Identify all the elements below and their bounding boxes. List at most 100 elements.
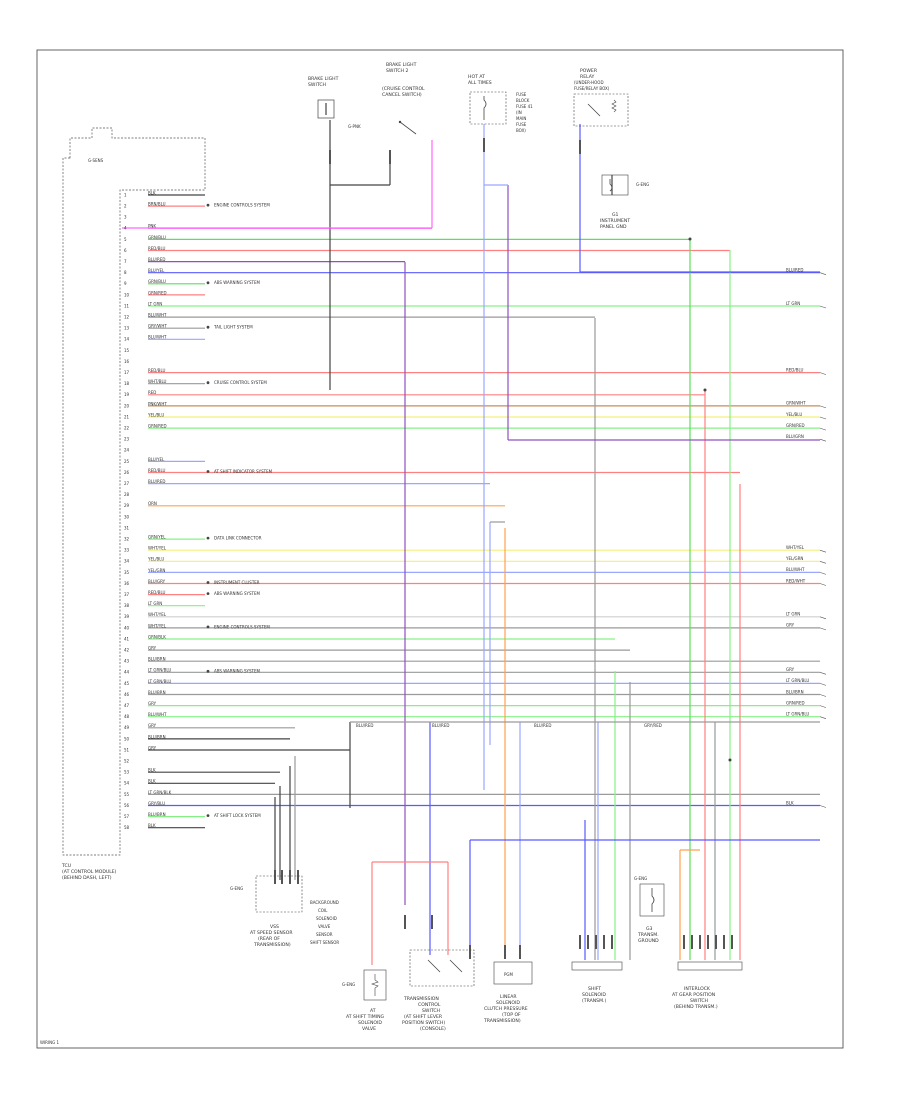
- tcs-contact-2: [449, 959, 463, 973]
- terminal-tick: [819, 672, 827, 675]
- pin-system-note: CRUISE CONTROL SYSTEM: [214, 380, 267, 385]
- right-wire-label: GRN/RED: [786, 423, 805, 428]
- right-wire-label: LT GRN: [786, 301, 800, 306]
- pin-wire-label: RED/BLU: [148, 468, 166, 473]
- pin-number: 22: [124, 426, 130, 431]
- pin-number: 25: [124, 459, 130, 464]
- hot-desc-4: (IN: [516, 110, 522, 115]
- pin-number: 11: [124, 303, 130, 308]
- pin-system-note: ABS WARNING SYSTEM: [214, 280, 261, 285]
- pin-number: 50: [124, 736, 130, 741]
- pin-number: 55: [124, 792, 130, 797]
- diagram-frame: [36, 49, 844, 1049]
- linear-solenoid: PGM LINEAR SOLENOID CLUTCH PRESSURE (TOP…: [483, 961, 533, 1024]
- splice-dot: [206, 669, 210, 673]
- connector-pin: [707, 935, 709, 949]
- pin-number: 26: [124, 470, 130, 475]
- brake-light-2-contact: [399, 121, 417, 135]
- connector-pin: [723, 935, 725, 949]
- hot-desc-6: FUSE: [516, 122, 527, 127]
- pin-wire-label: LT GRN/BLK: [148, 790, 172, 795]
- mid-label-4: GRY/RED: [644, 723, 662, 728]
- pin-wire-label: BLU/YEL: [148, 457, 165, 462]
- wire-layer: [122, 120, 820, 965]
- connector-pin: [611, 935, 613, 949]
- speed-sensor-desc-6: SHIFT SENSOR: [310, 940, 339, 945]
- right-wire-label: LT GRN/BLU: [786, 712, 809, 717]
- connector-pin: [691, 935, 693, 949]
- brake-light-switch-2: BRAKE LIGHT SWITCH 2 (CRUISE CONTROL CAN…: [382, 62, 425, 135]
- pin-number: 21: [124, 414, 130, 419]
- splice-dot: [206, 325, 210, 329]
- pin-number: 54: [124, 781, 130, 786]
- hot-desc-1: FUSE: [516, 92, 527, 97]
- terminal-tick: [819, 616, 827, 620]
- pin-number: 36: [124, 581, 130, 586]
- shift-solenoid-box: [571, 961, 623, 971]
- splice-dot: [688, 237, 692, 241]
- pin-number: 37: [124, 592, 130, 597]
- pin-wire-label: GRN/RED: [148, 290, 167, 295]
- power-relay-sub-2: FUSE/RELAY BOX): [574, 86, 610, 91]
- pin-row: 15: [124, 348, 130, 353]
- tcu-module: G-SENS TCU (AT CONTROL MODULE) (BEHIND D…: [61, 127, 206, 881]
- pin-number: 47: [124, 703, 130, 708]
- linear-solenoid-title-1: LINEAR: [500, 994, 517, 1000]
- splice-dot: [206, 281, 210, 285]
- brake-light-2-pivot: [398, 120, 402, 124]
- pin-wire-label: BRN/BLU: [148, 202, 166, 207]
- linear-solenoid-title-4: (TOP OF: [502, 1012, 521, 1018]
- trans-ground-box: [639, 883, 665, 917]
- splice-dot: [206, 203, 210, 207]
- pin-wire-label: GRY/WHT: [148, 324, 167, 329]
- pin-wire-label: BLU/RED: [148, 257, 165, 262]
- terminal-tick: [819, 305, 827, 309]
- pin-number: 16: [124, 359, 130, 364]
- pin-number: 45: [124, 681, 130, 686]
- pin-wire-label: PNK: [148, 224, 156, 229]
- pin-wire-label: BLK: [148, 768, 156, 773]
- splice-dot: [206, 625, 210, 629]
- pin-number: 57: [124, 814, 130, 819]
- terminal-tick: [819, 561, 827, 564]
- pin-number: 53: [124, 770, 130, 775]
- pin-wire-label: PNK/WHT: [148, 401, 167, 406]
- pin-wire-label: GRY: [148, 701, 157, 706]
- terminal-tick: [819, 572, 827, 575]
- speed-sensor-title-3: (REAR OF: [258, 936, 280, 942]
- pin-row: 28: [124, 492, 130, 497]
- hot-fuse-element: [483, 96, 487, 120]
- pin-number: 46: [124, 692, 130, 697]
- power-relay-coil: [611, 99, 617, 113]
- pin-wire-label: WHT/YEL: [148, 546, 167, 551]
- pin-wire-label: RED: [148, 390, 156, 395]
- pin-number: 2: [124, 204, 127, 209]
- connector-pin: [504, 945, 506, 959]
- connector-pin: [289, 870, 291, 884]
- pin-number: 24: [124, 448, 130, 453]
- brake-light-2-title-2: SWITCH 2: [386, 68, 408, 74]
- pin-wire-label: GRN/YEL: [148, 535, 166, 540]
- connector-pin: [579, 140, 581, 154]
- pin-wire-label: WHT/YEL: [148, 623, 167, 628]
- pin-wire-label: LT GRN/BLU: [148, 679, 171, 684]
- pin-wire-label: GRY: [148, 646, 157, 651]
- pin-wire-label: BLU/GRY: [148, 579, 166, 584]
- pin-wire-label: GRY: [148, 745, 157, 750]
- tcs-title-5: POSITION SWITCH): [402, 1020, 445, 1026]
- right-wire-label: BLU/WHT: [786, 567, 805, 572]
- connector-pin: [404, 915, 406, 929]
